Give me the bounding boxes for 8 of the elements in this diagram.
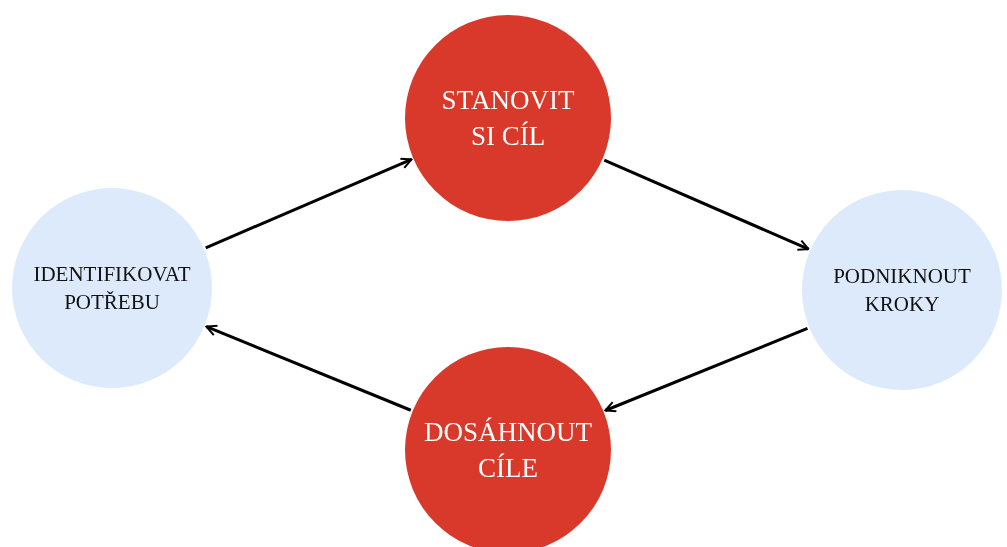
- step-label: PODNIKNOUT KROKY: [832, 262, 972, 318]
- arrow: [604, 327, 809, 413]
- step-label: STANOVIT SI CÍL: [440, 83, 576, 153]
- arrow: [205, 157, 413, 250]
- step-label: DOSÁHNOUT CÍLE: [423, 415, 593, 485]
- step-label: IDENTIFIKOVAT POTŘEBU: [32, 260, 192, 316]
- arrow: [205, 324, 412, 412]
- arrow: [603, 158, 810, 251]
